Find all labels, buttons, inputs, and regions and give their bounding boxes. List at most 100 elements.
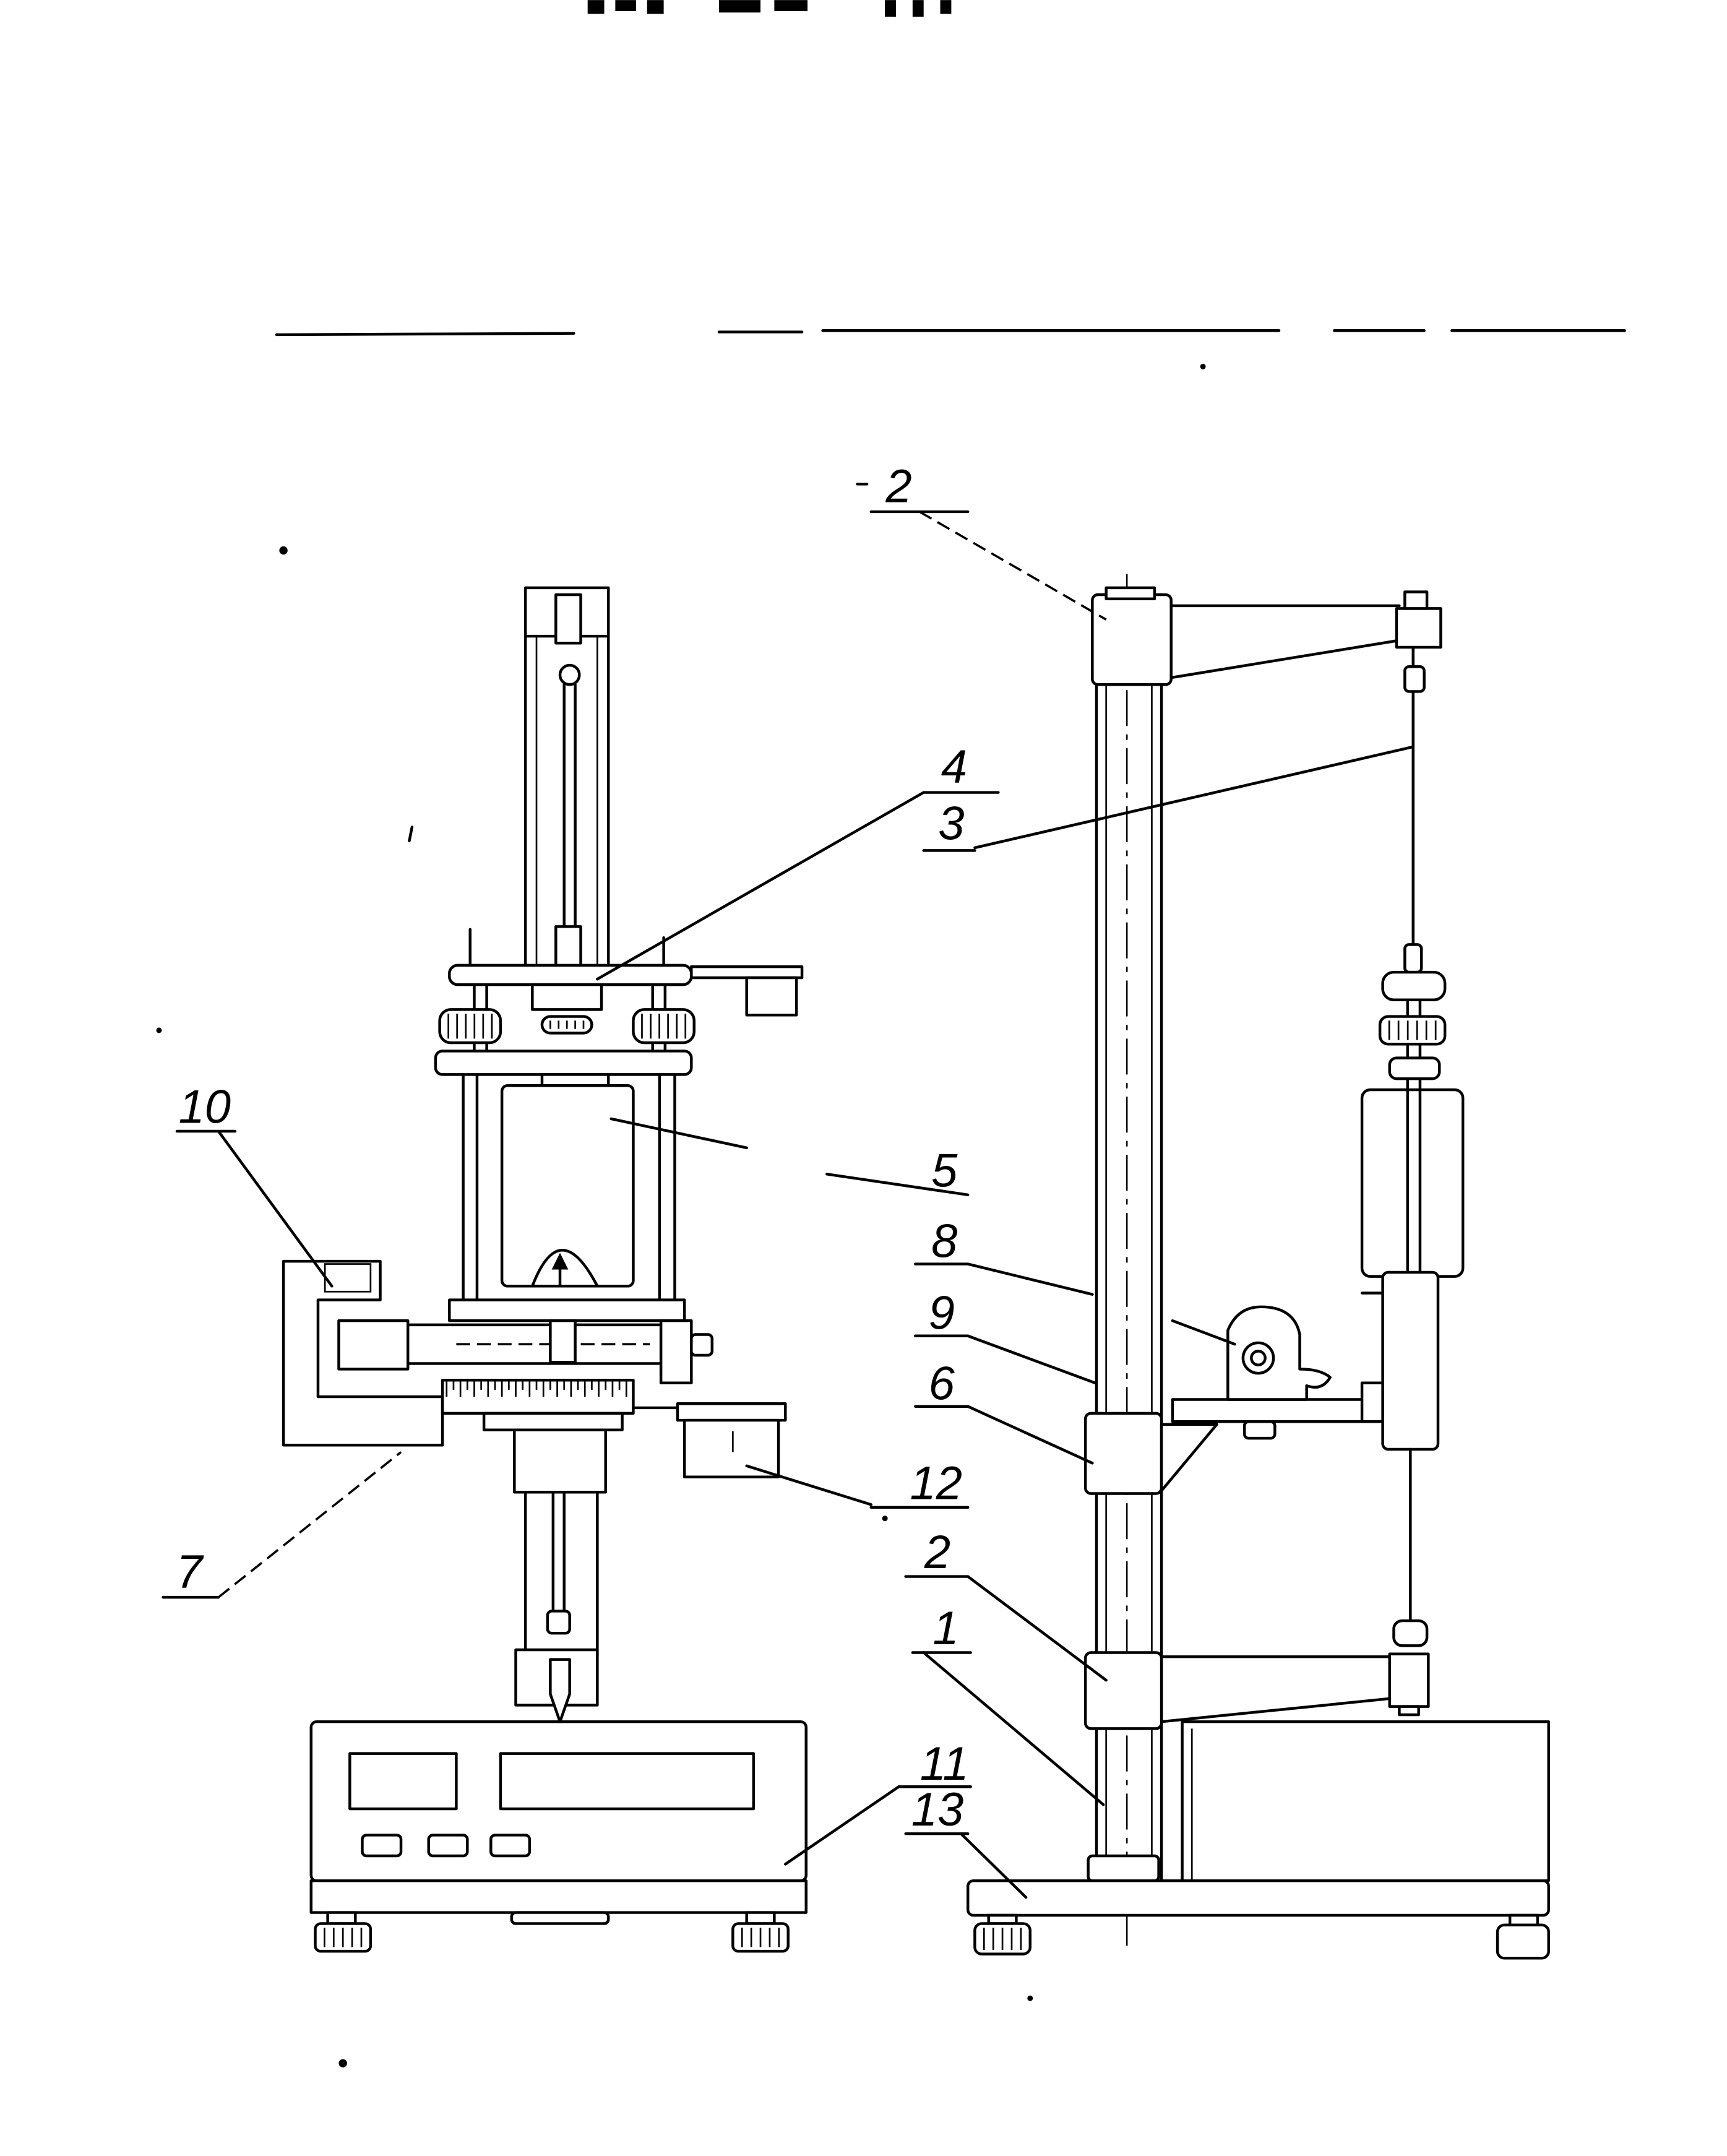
callout-labels: 2 4 3 10 5 8 9 6 12 7 2 1 11 13: [176, 460, 969, 1836]
side-foot-right: [1496, 1923, 1550, 1960]
cup-rim: [676, 1402, 787, 1422]
lower-arm-end-block: [1388, 1652, 1430, 1708]
upper-hanger: [1403, 665, 1426, 693]
upper-arm-end-cap: [1403, 590, 1429, 610]
control-base: [309, 1720, 808, 1953]
load-lower-block: [1381, 1270, 1440, 1451]
upper-pivot-ball: [558, 663, 581, 686]
bracket-slider-block: [337, 1319, 410, 1371]
platform-connector: [1360, 1381, 1384, 1423]
main-column: [1095, 574, 1163, 1950]
bottom-plate: [448, 1298, 686, 1322]
lower-clamp: [1083, 1651, 1163, 1730]
lower-clamp-assembly: [1083, 1651, 1430, 1730]
leader-main-column: [922, 1651, 1105, 1806]
callout-label: 1: [932, 1602, 958, 1655]
middle-clamp: [1083, 1412, 1163, 1495]
center-hub: [531, 983, 603, 1011]
speck: [338, 2059, 347, 2068]
top-plate-arm: [690, 965, 804, 980]
speck: [279, 546, 288, 555]
leader-middle-clamp: [966, 1405, 1094, 1465]
drive-housing: [1181, 1720, 1550, 1882]
load-knurled-nut: [1378, 1015, 1447, 1046]
heading-stroke: [912, 0, 924, 17]
heading-stroke: [615, 0, 636, 12]
callout-label: 10: [178, 1081, 231, 1134]
load-cylinder: [1360, 1088, 1465, 1278]
callout-label: 13: [911, 1783, 964, 1836]
leader-c-bracket: [217, 1129, 334, 1288]
foot-neck: [1508, 1913, 1540, 1926]
lower-column-head: [513, 1428, 607, 1494]
callout-label: 11: [920, 1738, 969, 1790]
speck: [1200, 363, 1206, 369]
leader-upper-clamp: [919, 511, 1107, 621]
side-view: [966, 574, 1550, 1960]
heading-stroke: [587, 0, 605, 14]
rod-end-clamp: [659, 1319, 693, 1384]
base-plate: [966, 1879, 1550, 1917]
specimen-frame: [500, 1084, 635, 1288]
graduated-disk-ticks: [446, 1380, 627, 1397]
collector-cup: [683, 1418, 780, 1478]
callout-label: 12: [910, 1457, 963, 1509]
speck: [156, 1027, 162, 1033]
leader-wire: [973, 745, 1415, 850]
base-bottom-strip: [309, 1879, 808, 1914]
side-bracket-assembly: [282, 1259, 714, 1447]
foot-neck: [745, 1911, 776, 1925]
speck: [408, 826, 414, 843]
platform-stop: [1242, 1420, 1277, 1440]
platform-arm: [1171, 1398, 1368, 1423]
side-base: [966, 1720, 1550, 1960]
callout-leaders: [162, 510, 1415, 1899]
callout-label: 2: [924, 1526, 950, 1579]
display-window-right: [499, 1752, 756, 1811]
eccentric-bracket: [1226, 1305, 1332, 1401]
upper-arm-bottom-edge: [1169, 639, 1401, 679]
lower-column: [513, 1428, 607, 1723]
disk-lower-plate: [482, 1412, 624, 1431]
center-rod-element: [549, 1319, 577, 1364]
leader-specimen-frame: [609, 1117, 748, 1150]
heading-stroke: [647, 0, 664, 14]
upper-clamp-assembly: [1091, 586, 1442, 693]
callout-label: 2: [885, 460, 911, 512]
speck: [1027, 1995, 1033, 2001]
callout-label: 3: [938, 798, 964, 850]
upper-clamp-cap: [1105, 586, 1156, 600]
leader-base-plate: [959, 1832, 1028, 1899]
lower-wire-terminal: [1392, 1619, 1429, 1647]
knurled-nut-right: [632, 1008, 696, 1045]
graduated-disk: [441, 1379, 635, 1415]
clamp-screw: [690, 1333, 714, 1357]
callout-label: 4: [941, 741, 967, 793]
heading-stroke: [940, 0, 952, 14]
indenter-arrow-head: [551, 1253, 569, 1270]
top-plate: [448, 964, 693, 986]
upper-column-tube: [523, 586, 610, 970]
control-button: [361, 1834, 403, 1858]
scan-specks: [156, 363, 1206, 2068]
foot-neck: [326, 1911, 357, 1925]
arm-end-box: [745, 976, 798, 1017]
leader-lower-clamp: [966, 1575, 1108, 1682]
cropped-heading-strokes: [587, 0, 952, 17]
leader-eccentric: [966, 1334, 1097, 1384]
heading-stroke: [718, 0, 761, 13]
lower-arm-bottom-edge: [1160, 1696, 1395, 1723]
separator-line: [275, 329, 1626, 337]
clamp-gusset: [1160, 1423, 1218, 1493]
control-button: [427, 1834, 469, 1858]
leader-top-plate: [596, 791, 925, 981]
suspension-assembly: [1360, 690, 1465, 1647]
leader-cross-rod: [217, 1451, 402, 1598]
callout-underline: [825, 1173, 970, 1197]
eccentric-cam: [1241, 1341, 1275, 1375]
leader-control-base: [784, 1785, 900, 1866]
control-button: [489, 1834, 532, 1858]
base-center-bump: [510, 1911, 610, 1925]
c-bracket: [282, 1259, 444, 1447]
